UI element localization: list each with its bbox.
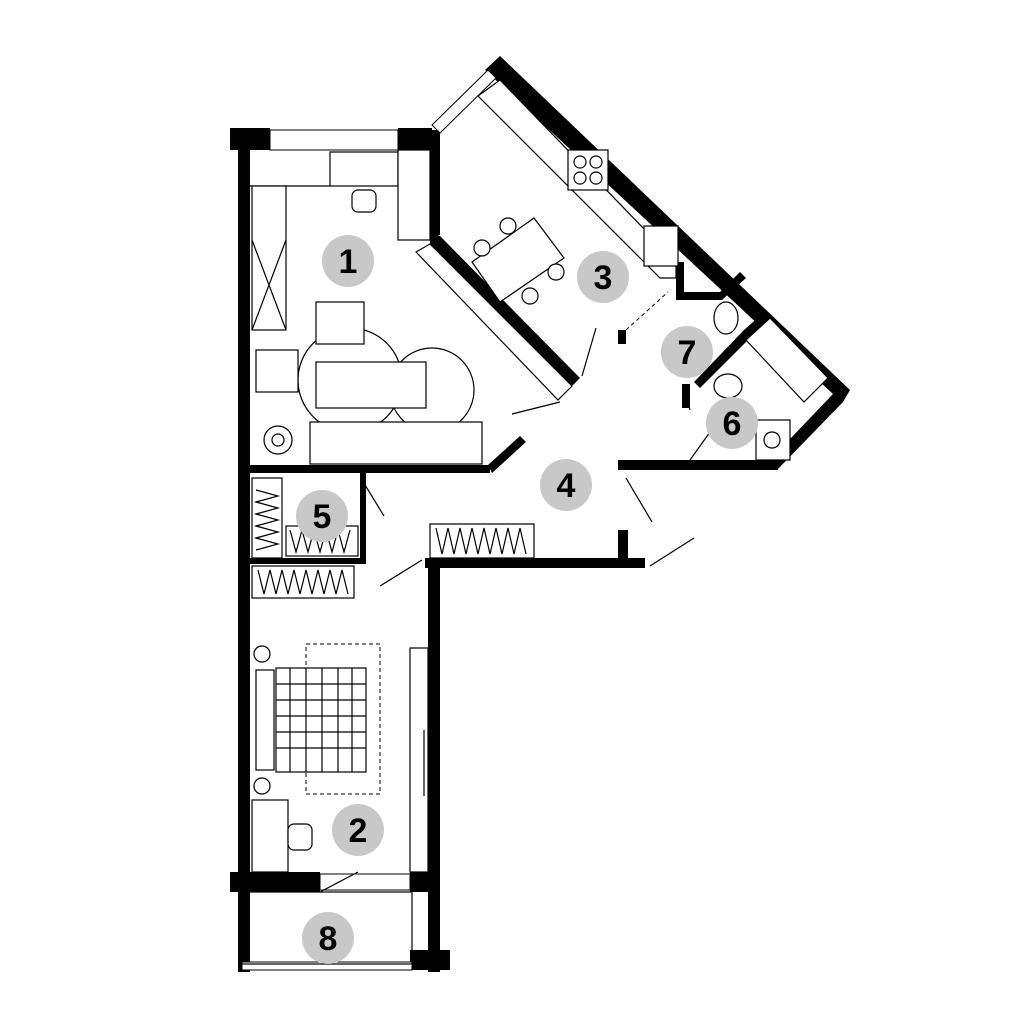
room-label-5: 5 — [296, 490, 348, 542]
windows — [241, 69, 497, 971]
wardrobes — [251, 477, 535, 599]
svg-text:7: 7 — [678, 334, 697, 372]
room-label-6: 6 — [706, 397, 758, 449]
room-label-2: 2 — [332, 804, 384, 856]
svg-text:8: 8 — [319, 920, 338, 958]
svg-text:6: 6 — [723, 405, 742, 443]
bathroom-fixtures — [713, 301, 829, 461]
room-label-8: 8 — [302, 912, 354, 964]
svg-text:5: 5 — [313, 498, 332, 536]
walls — [230, 56, 850, 972]
doors — [319, 291, 711, 893]
living-room-furniture — [250, 149, 573, 465]
bedroom-furniture — [251, 643, 429, 873]
room-label-4: 4 — [540, 459, 592, 511]
room-label-7: 7 — [661, 326, 713, 378]
svg-text:2: 2 — [349, 812, 368, 850]
kitchen-furniture — [471, 79, 679, 305]
room-label-3: 3 — [577, 251, 629, 303]
room-label-1: 1 — [322, 235, 374, 287]
svg-text:4: 4 — [557, 467, 576, 505]
svg-text:1: 1 — [339, 243, 358, 281]
svg-text:3: 3 — [594, 259, 613, 297]
